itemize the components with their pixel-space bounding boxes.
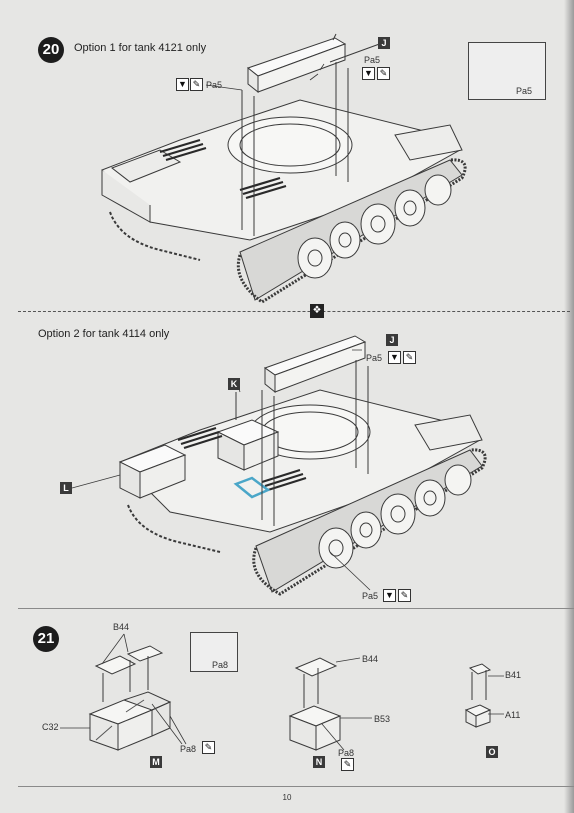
tank-option-1-drawing: [101, 33, 467, 304]
part-label-b41: B41: [505, 670, 522, 680]
option-separator: [18, 311, 570, 312]
pa5-inset-label: Pa5: [516, 86, 533, 96]
part-label-pa8-m: Pa8: [180, 744, 197, 754]
part-label-b44-m: B44: [113, 622, 130, 632]
callout-pa5-middle: Pa5: [366, 353, 383, 363]
part-label-b44-n: B44: [362, 654, 379, 664]
pa8-inset-box: [190, 632, 238, 672]
callout-pa5-right: Pa5: [364, 55, 381, 65]
step-21-drawings: [60, 633, 504, 751]
tool-icon: ✎: [341, 758, 354, 771]
sub-tag-o: O: [486, 746, 498, 758]
tool-icon: ✎: [398, 589, 411, 602]
glue-icon: ▼: [176, 78, 189, 91]
part-tag-j-middle: J: [386, 334, 398, 346]
part-tag-l: L: [60, 482, 72, 494]
tank-option-2-drawing: [71, 335, 487, 596]
callout-pa5-bottom: Pa5: [362, 591, 379, 601]
part-tag-k: K: [228, 378, 240, 390]
tool-icon: ✎: [403, 351, 416, 364]
tool-icon: ✎: [190, 78, 203, 91]
page-number: 10: [282, 793, 292, 802]
step-divider: [18, 608, 574, 609]
option-2-title: Option 2 for tank 4114 only: [38, 328, 170, 340]
part-label-c32: C32: [42, 722, 59, 732]
tool-icon: ✎: [202, 741, 215, 754]
part-label-b53: B53: [374, 714, 391, 724]
pa5-inset-box: [468, 42, 546, 100]
pa8-inset-label: Pa8: [212, 660, 229, 670]
part-tag-j-top: J: [378, 37, 390, 49]
glue-icon: ▼: [383, 589, 396, 602]
part-label-pa8-n: Pa8: [338, 748, 355, 758]
footer-divider: [18, 786, 574, 787]
step-number-20: 20: [38, 37, 64, 63]
page-edge-shadow: [564, 0, 574, 813]
part-label-a11: A11: [505, 710, 521, 720]
option-1-title: Option 1 for tank 4121 only: [74, 42, 207, 54]
alternate-option-icon: ❖: [310, 304, 324, 318]
sub-tag-m: M: [150, 756, 162, 768]
step-number-21: 21: [33, 626, 59, 652]
callout-pa5-left: Pa5: [206, 80, 223, 90]
glue-icon: ▼: [362, 67, 375, 80]
tool-icon: ✎: [377, 67, 390, 80]
glue-icon: ▼: [388, 351, 401, 364]
sub-tag-n: N: [313, 756, 325, 768]
